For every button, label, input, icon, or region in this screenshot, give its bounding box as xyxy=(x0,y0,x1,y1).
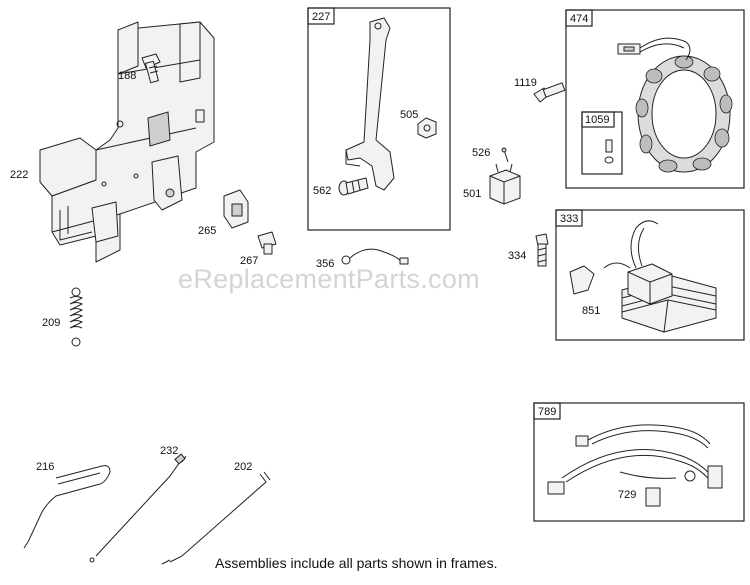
bolt-1119-illustration[interactable] xyxy=(533,82,566,103)
ground-wire-356-illustration[interactable] xyxy=(341,248,409,265)
frame-227 xyxy=(307,7,451,231)
part-label-209: 209 xyxy=(42,317,60,329)
bolt-334-illustration[interactable] xyxy=(535,233,549,267)
frame-789 xyxy=(533,402,745,522)
part-label-334: 334 xyxy=(508,250,526,262)
frame-227-tag-box xyxy=(307,7,335,25)
rod-202-illustration[interactable] xyxy=(161,471,271,565)
watermark: eReplacementParts.com xyxy=(178,264,480,294)
control-bracket-illustration[interactable] xyxy=(39,21,215,263)
frame-789-tag-box xyxy=(533,402,561,420)
part-label-356: 356 xyxy=(316,258,334,270)
part-label-265: 265 xyxy=(198,225,216,237)
clip-265-illustration[interactable] xyxy=(223,189,249,229)
frame-474-tag: 474 xyxy=(570,13,588,25)
part-label-188: 188 xyxy=(118,70,136,82)
part-label-222: 222 xyxy=(10,169,28,181)
bolt-267-illustration[interactable] xyxy=(257,231,277,255)
pin-526-illustration[interactable] xyxy=(501,147,509,163)
module-501-illustration[interactable] xyxy=(489,163,521,205)
frame-789-tag: 789 xyxy=(538,406,556,418)
part-label-851: 851 xyxy=(582,305,600,317)
frame-227-tag: 227 xyxy=(312,11,330,23)
frame-333 xyxy=(555,209,745,341)
part-label-216: 216 xyxy=(36,461,54,473)
screw-562-illustration[interactable] xyxy=(338,177,369,196)
armature-333-illustration[interactable] xyxy=(569,220,717,333)
hardware-1059-illustration[interactable] xyxy=(604,139,614,164)
cable-232-illustration[interactable] xyxy=(89,453,187,563)
rod-216-illustration[interactable] xyxy=(23,465,111,549)
part-label-267: 267 xyxy=(240,255,258,267)
part-label-232: 232 xyxy=(160,445,178,457)
screw-188-illustration[interactable] xyxy=(141,53,161,84)
part-label-562: 562 xyxy=(313,185,331,197)
frame-1059-tag: 1059 xyxy=(585,114,609,126)
frame-474 xyxy=(565,9,745,189)
lever-227-illustration[interactable] xyxy=(345,17,395,191)
frame-333-tag-box xyxy=(555,209,583,227)
spring-209-illustration[interactable] xyxy=(69,287,84,347)
caption: Assemblies include all parts shown in fr… xyxy=(215,555,497,571)
frame-333-tag: 333 xyxy=(560,213,578,225)
part-label-501: 501 xyxy=(463,188,481,200)
part-label-729: 729 xyxy=(618,489,636,501)
part-label-1119: 1119 xyxy=(514,77,537,89)
frame-474-tag-box xyxy=(565,9,593,27)
part-label-202: 202 xyxy=(234,461,252,473)
part-label-505: 505 xyxy=(400,109,418,121)
nut-505-illustration[interactable] xyxy=(417,117,437,139)
part-label-526: 526 xyxy=(472,147,490,159)
alternator-474-illustration[interactable] xyxy=(617,37,733,173)
wire-harness-789-illustration[interactable] xyxy=(547,424,723,507)
frame-1059-tag-box xyxy=(581,111,615,128)
